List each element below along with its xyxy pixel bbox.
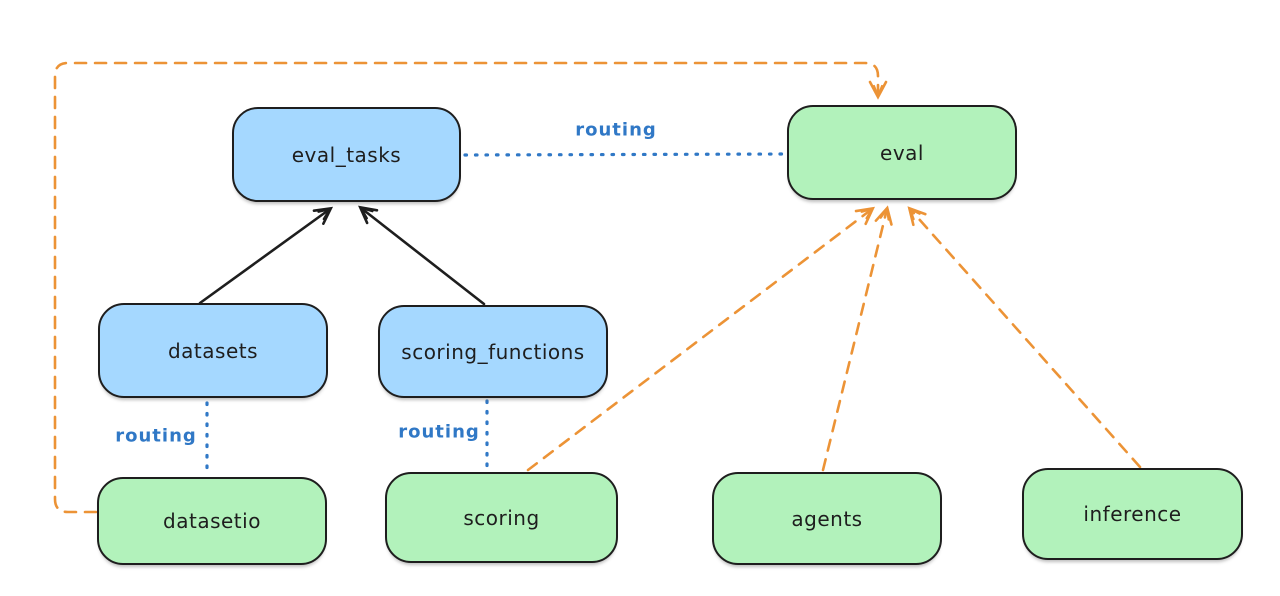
node-scoring-label: scoring [463,505,540,530]
edge-label-routing-eval-tasks-eval: routing [575,119,657,141]
edge-scoring-to-eval [526,206,875,472]
node-eval-label: eval [880,140,924,165]
node-scoring-functions: scoring_functions [378,305,608,398]
edge-label-routing-datasets-datasetio: routing [115,425,197,447]
node-inference-label: inference [1083,502,1182,526]
node-eval-tasks-label: eval_tasks [291,142,402,167]
edge-eval-tasks-to-eval-dotted [463,152,786,157]
edge-inference-to-eval [907,206,1142,469]
edge-datasets-to-eval-tasks [198,206,334,305]
edge-scoring-functions-to-eval-tasks [358,205,486,306]
node-scoring-functions-label: scoring_functions [401,339,585,364]
node-datasets: datasets [98,303,328,398]
node-agents-label: agents [791,506,863,531]
node-agents: agents [712,472,942,565]
edge-label-routing-scoring-functions-scoring: routing [398,421,480,443]
edge-datasetio-to-eval [53,61,888,514]
node-eval-tasks: eval_tasks [232,107,461,202]
node-scoring: scoring [385,472,618,563]
node-eval: eval [787,105,1017,200]
edge-agents-to-eval [821,205,893,472]
node-datasetio: datasetio [97,477,327,565]
node-datasetio-label: datasetio [163,509,261,533]
node-datasets-label: datasets [167,338,259,363]
node-inference: inference [1022,468,1243,560]
